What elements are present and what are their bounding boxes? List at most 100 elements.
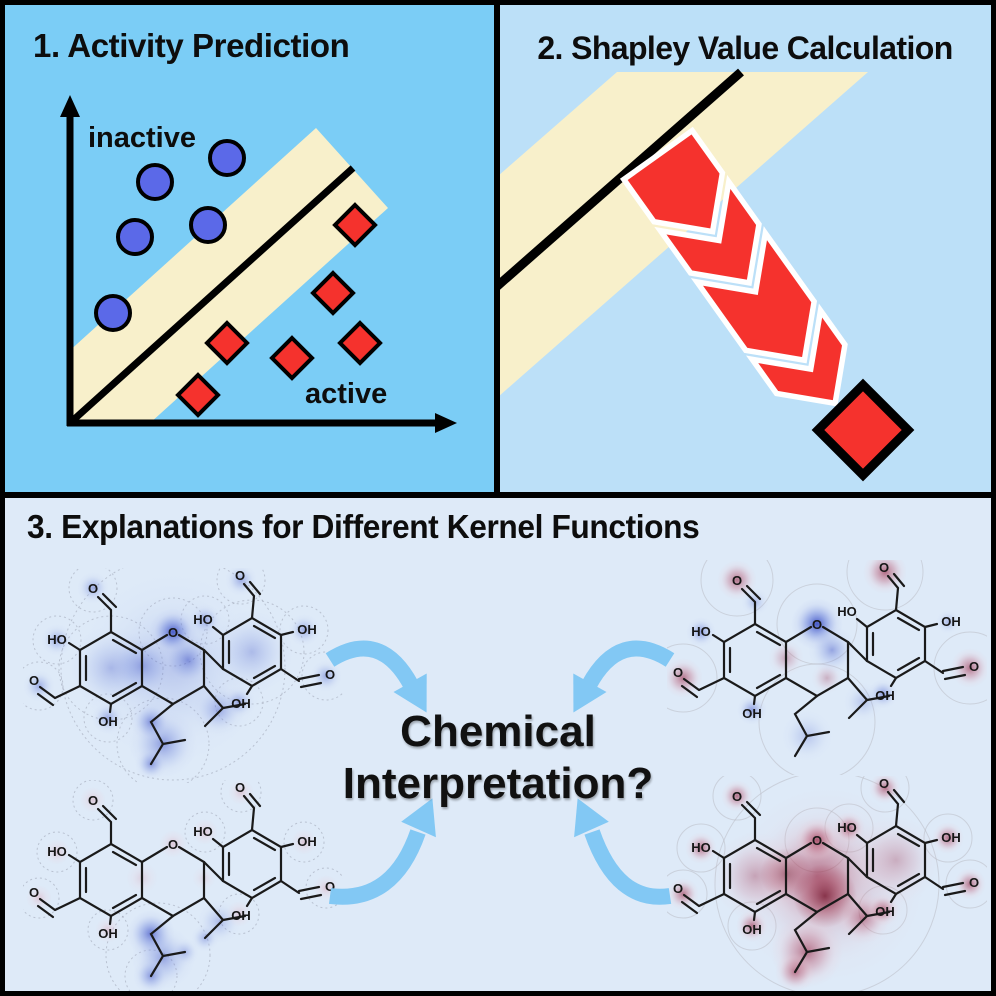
heatmap-blob-b xyxy=(92,702,124,734)
inactive-point xyxy=(189,206,227,244)
heatmap-contour xyxy=(279,605,329,655)
svg-text:O: O xyxy=(168,625,178,640)
heatmap-blobs xyxy=(667,560,987,775)
heatmap-contour xyxy=(220,780,262,813)
molecule-skeleton xyxy=(36,580,323,766)
heatmap-blob-r xyxy=(795,818,839,862)
molecule-structure: O HO O OH O HO O OH O OH xyxy=(667,776,987,991)
flow-arrow-bottom-right xyxy=(584,829,672,905)
heatmap-blob-b xyxy=(23,670,55,702)
heatmap-blob-p xyxy=(291,829,317,855)
heatmap-blob-r xyxy=(721,780,753,812)
heatmap-contour xyxy=(712,776,762,821)
svg-text:O: O xyxy=(235,568,245,583)
heatmap-contour xyxy=(184,811,226,853)
molecule-heatmap-bottom-left: O HO O OH O HO O OH O OH xyxy=(23,780,343,991)
molecule-structure: O HO O OH O HO O OH O OH xyxy=(23,568,343,783)
y-axis-arrowhead xyxy=(60,95,80,117)
atom-labels: O HO O OH O HO O OH O OH xyxy=(29,780,335,941)
center-question-line2: Interpretation? xyxy=(342,758,654,808)
molecule-skeleton xyxy=(680,572,967,758)
heatmap-blob-r xyxy=(685,832,717,864)
svg-text:O: O xyxy=(879,560,889,575)
heatmap-blob-b xyxy=(737,695,767,725)
heatmap-contour xyxy=(72,780,114,821)
flow-arrow-top-right xyxy=(581,640,675,690)
panel2-title: 2. Shapley Value Calculation xyxy=(537,30,952,66)
active-label: active xyxy=(305,378,387,410)
heatmap-blob-r xyxy=(736,910,768,942)
decision-boundary-line xyxy=(72,165,356,423)
svg-text:OH: OH xyxy=(231,696,251,711)
heatmap-contour xyxy=(23,877,60,919)
plot-axes xyxy=(66,113,439,427)
svg-text:O: O xyxy=(168,837,178,852)
svg-text:HO: HO xyxy=(691,840,711,855)
active-point xyxy=(310,270,356,316)
heatmap-contour xyxy=(667,869,708,919)
panel1-title: 1. Activity Prediction xyxy=(33,27,349,64)
svg-text:O: O xyxy=(673,881,683,896)
heatmap-blob-b xyxy=(808,626,856,674)
heatmap-blob-p xyxy=(26,885,52,911)
heatmap-blob-r xyxy=(932,822,964,854)
molecule-structure: O HO O OH O HO O OH O OH xyxy=(23,780,343,991)
active-point xyxy=(337,320,383,366)
heatmap-contour xyxy=(23,661,64,711)
flow-arrow-bottom-left xyxy=(328,829,426,905)
svg-text:OH: OH xyxy=(231,908,251,923)
heatmap-contour xyxy=(216,568,266,605)
molecule-skeleton xyxy=(680,788,967,974)
svg-text:OH: OH xyxy=(297,834,317,849)
heatmap-contour xyxy=(945,859,987,909)
svg-text:O: O xyxy=(29,673,39,688)
heatmap-contour xyxy=(36,831,78,873)
svg-text:O: O xyxy=(325,667,335,682)
svg-text:OH: OH xyxy=(875,904,895,919)
svg-text:OH: OH xyxy=(98,714,118,729)
heatmap-contour xyxy=(305,867,343,909)
center-question-line1: Chemical xyxy=(400,707,596,756)
svg-text:OH: OH xyxy=(297,622,317,637)
panel-activity-prediction: inactive active 1. Activity Prediction xyxy=(5,5,494,492)
svg-text:OH: OH xyxy=(941,830,961,845)
svg-text:O: O xyxy=(732,789,742,804)
inactive-point xyxy=(94,294,132,332)
heatmap-blob-r xyxy=(717,560,757,600)
molecule-heatmap-top-right: O HO O OH O HO O OH O OH xyxy=(667,560,987,775)
heatmap-blob-b xyxy=(69,626,153,710)
atom-labels: O HO O OH O HO O OH O OH xyxy=(673,560,979,721)
svg-text:O: O xyxy=(969,659,979,674)
heatmap-blob-p xyxy=(159,830,187,858)
heatmap-blob-r xyxy=(852,816,940,904)
heatmap-blob-p xyxy=(44,839,70,865)
panel-kernel-explanations: 3. Explanations for Different Kernel Fun… xyxy=(5,498,991,991)
svg-text:HO: HO xyxy=(837,820,857,835)
svg-text:HO: HO xyxy=(47,632,67,647)
heatmap-blobs xyxy=(667,776,987,991)
heatmap-contour xyxy=(105,902,211,991)
svg-text:O: O xyxy=(235,780,245,795)
inactive-label: inactive xyxy=(88,122,196,154)
center-question: Chemical Interpretation? xyxy=(5,706,991,810)
svg-text:HO: HO xyxy=(47,844,67,859)
heatmap-contour xyxy=(218,893,260,935)
heatmap-blob-p xyxy=(80,787,106,813)
inactive-point xyxy=(136,163,174,201)
svg-text:OH: OH xyxy=(742,922,762,937)
svg-text:O: O xyxy=(732,573,742,588)
svg-text:O: O xyxy=(812,617,822,632)
svg-text:OH: OH xyxy=(742,706,762,721)
active-point xyxy=(204,320,250,366)
molecule-heatmap-top-left: O HO O OH O HO O OH O OH xyxy=(23,568,343,783)
inactive-point xyxy=(208,139,246,177)
heatmap-blob-b xyxy=(41,624,73,656)
svg-text:OH: OH xyxy=(941,614,961,629)
svg-text:HO: HO xyxy=(837,604,857,619)
x-axis-arrowhead xyxy=(435,413,457,433)
heatmap-blobs xyxy=(23,780,343,991)
svg-text:O: O xyxy=(969,875,979,890)
atom-labels: O HO O OH O HO O OH O OH xyxy=(673,776,979,937)
svg-text:O: O xyxy=(879,776,889,791)
panel-shapley-calculation: 2. Shapley Value Calculation xyxy=(500,5,991,492)
